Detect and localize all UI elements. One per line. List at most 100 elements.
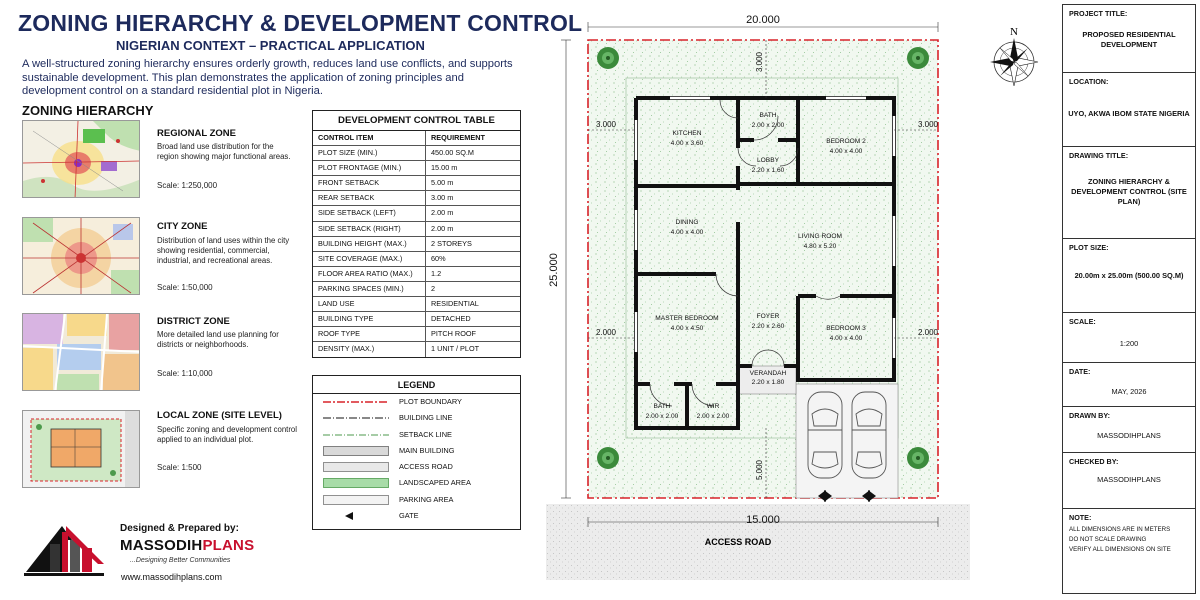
website-link[interactable]: www.massodihplans.com [121, 572, 223, 582]
zoning-hierarchy-title: ZONING HIERARCHY [22, 103, 154, 118]
dct-row: SITE COVERAGE (MAX.)60% [313, 251, 520, 267]
intro-text: A well-structured zoning hierarchy ensur… [22, 58, 513, 98]
room-living-size: 4.80 x 5.20 [804, 243, 837, 250]
setback-line [625, 77, 899, 439]
tree-icon [907, 447, 929, 469]
room-bath2-name: BATH [653, 403, 670, 410]
tb-checked-by-label: CHECKED BY: [1069, 457, 1119, 466]
tb-scale-label: SCALE: [1069, 317, 1096, 326]
dct-row: PLOT FRONTAGE (MIN.) 15.00 m [313, 161, 520, 177]
dct-row: FLOOR AREA RATIO (MAX.)1.2 [313, 266, 520, 282]
city-zone-name: CITY ZONE [157, 221, 208, 232]
room-dining-size: 4.00 x 4.00 [671, 229, 704, 236]
room-wir-name: WIR [707, 403, 720, 410]
tb-project-title-value: PROPOSED RESIDENTIAL DEVELOPMENT [1082, 30, 1176, 49]
legend-item: PARKING AREA [313, 492, 520, 508]
dct-item: BUILDING TYPE [313, 312, 426, 327]
tb-project-title-label: PROJECT TITLE: [1069, 9, 1128, 18]
tb-scale: SCALE: 1:200 [1063, 313, 1195, 363]
dct-item: PARKING SPACES (MIN.) [313, 281, 426, 297]
regional-zone-desc: Broad land use distribution for the regi… [157, 142, 291, 161]
dct-row: DENSITY (MAX.)1 UNIT / PLOT [313, 342, 520, 358]
legend-title: LEGEND [313, 376, 520, 394]
car-icon [807, 391, 843, 479]
gate-symbol [345, 512, 353, 521]
local-zone-scale: Scale: 1:500 [157, 463, 202, 472]
tb-checked-by-value: MASSODIHPLANS [1097, 475, 1161, 484]
legend-item: BUILDING LINE [313, 410, 520, 426]
main-building-symbol [323, 445, 389, 456]
dim-bottom: 15.000 [746, 514, 780, 526]
legend-label: GATE [399, 511, 419, 521]
dct-item: SITE COVERAGE (MAX.) [313, 251, 426, 266]
room-lobby-size: 2.20 x 1.60 [752, 167, 785, 174]
district-zone-scale: Scale: 1:10,000 [157, 369, 213, 378]
city-zone-desc: Distribution of land uses within the cit… [157, 236, 290, 265]
page-subtitle: NIGERIAN CONTEXT – PRACTICAL APPLICATION [116, 38, 425, 53]
room-foyer-name: FOYER [757, 313, 780, 320]
room-verandah-size: 2.20 x 1.80 [752, 379, 785, 386]
dim-left: 25.000 [548, 253, 560, 287]
tb-location: LOCATION: UYO, AKWA IBOM STATE NIGERIA [1063, 73, 1195, 147]
tb-plot-size-label: PLOT SIZE: [1069, 243, 1109, 252]
room-verandah-name: VERANDAH [750, 370, 787, 377]
tb-date-value: MAY, 2026 [1111, 387, 1147, 396]
access-road-symbol [323, 462, 389, 473]
room-wir-size: 2.00 x 2.00 [697, 413, 730, 420]
room-living-name: LIVING ROOM [798, 233, 842, 240]
plot-boundary [587, 39, 939, 499]
dct-header-row: CONTROL ITEM REQUIREMENT [313, 131, 520, 147]
setback-line-symbol [323, 434, 389, 436]
tb-date-label: DATE: [1069, 367, 1091, 376]
tb-drawing-title-value: ZONING HIERARCHY & DEVELOPMENT CONTROL (… [1071, 177, 1187, 206]
legend-label: MAIN BUILDING [399, 445, 455, 455]
room-bath1-size: 2.00 x 2.00 [752, 122, 785, 129]
windows [634, 96, 896, 358]
tb-checked-by: CHECKED BY: MASSODIHPLANS [1063, 453, 1195, 509]
tb-drawn-by-label: DRAWN BY: [1069, 411, 1110, 420]
verandah-slab [737, 365, 797, 395]
dimension-lines [561, 22, 939, 527]
dct-requirement: 15.00 m [431, 163, 458, 173]
regional-zone-name: REGIONAL ZONE [157, 128, 236, 139]
brand-accent: PLANS [202, 537, 255, 554]
room-dining-name: DINING [675, 219, 698, 226]
tree-icon [597, 447, 619, 469]
dct-item: SIDE SETBACK (RIGHT) [313, 221, 426, 236]
site-plan-drawing: ACCESS ROAD [546, 14, 1039, 580]
legend-label: LANDSCAPED AREA [399, 478, 471, 488]
regional-zone-map [22, 120, 140, 198]
tb-drawn-by-value: MASSODIHPLANS [1097, 431, 1161, 440]
legend-item: ACCESS ROAD [313, 459, 520, 475]
dct-row: PARKING SPACES (MIN.)2 [313, 281, 520, 298]
dct-item: DENSITY (MAX.) [313, 342, 426, 358]
tb-project-title: PROJECT TITLE: PROPOSED RESIDENTIAL DEVE… [1063, 5, 1195, 73]
legend: LEGEND PLOT BOUNDARY BUILDING LINE SETBA… [312, 375, 521, 530]
tb-plot-size: PLOT SIZE: 20.00m x 25.00m (500.00 SQ.M) [1063, 239, 1195, 313]
dct-item: PLOT FRONTAGE (MIN.) [313, 161, 426, 176]
district-zone-map [22, 313, 140, 391]
dct-item: BUILDING HEIGHT (MAX.) [313, 236, 426, 251]
legend-item: GATE [313, 508, 520, 524]
dct-item: FRONT SETBACK [313, 176, 426, 191]
dim-side-left-top: 3.000 [596, 120, 617, 129]
room-bath2-size: 2.00 x 2.00 [646, 413, 679, 420]
city-zone-scale: Scale: 1:50,000 [157, 283, 213, 292]
plot-boundary-symbol [323, 401, 389, 403]
tb-note-line: DO NOT SCALE DRAWING [1069, 536, 1147, 543]
dct-row: SIDE SETBACK (LEFT)2.00 m [313, 206, 520, 222]
dct-item: REAR SETBACK [313, 191, 426, 206]
room-foyer-size: 2.20 x 2.60 [752, 323, 785, 330]
dct-item: PLOT SIZE (MIN.) [313, 146, 426, 161]
tb-plot-size-value: 20.00m x 25.00m (500.00 SQ.M) [1074, 271, 1184, 280]
dct-item: ROOF TYPE [313, 327, 426, 342]
door-swings [649, 99, 841, 407]
room-kitchen-size: 4.00 x 3.60 [671, 140, 704, 147]
development-control-table: DEVELOPMENT CONTROL TABLE CONTROL ITEM R… [312, 110, 521, 359]
legend-label: PLOT BOUNDARY [399, 397, 462, 406]
legend-label: ACCESS ROAD [399, 462, 453, 472]
dim-side-left-bottom: 2.000 [596, 328, 617, 337]
title-block: PROJECT TITLE: PROPOSED RESIDENTIAL DEVE… [1062, 4, 1196, 594]
